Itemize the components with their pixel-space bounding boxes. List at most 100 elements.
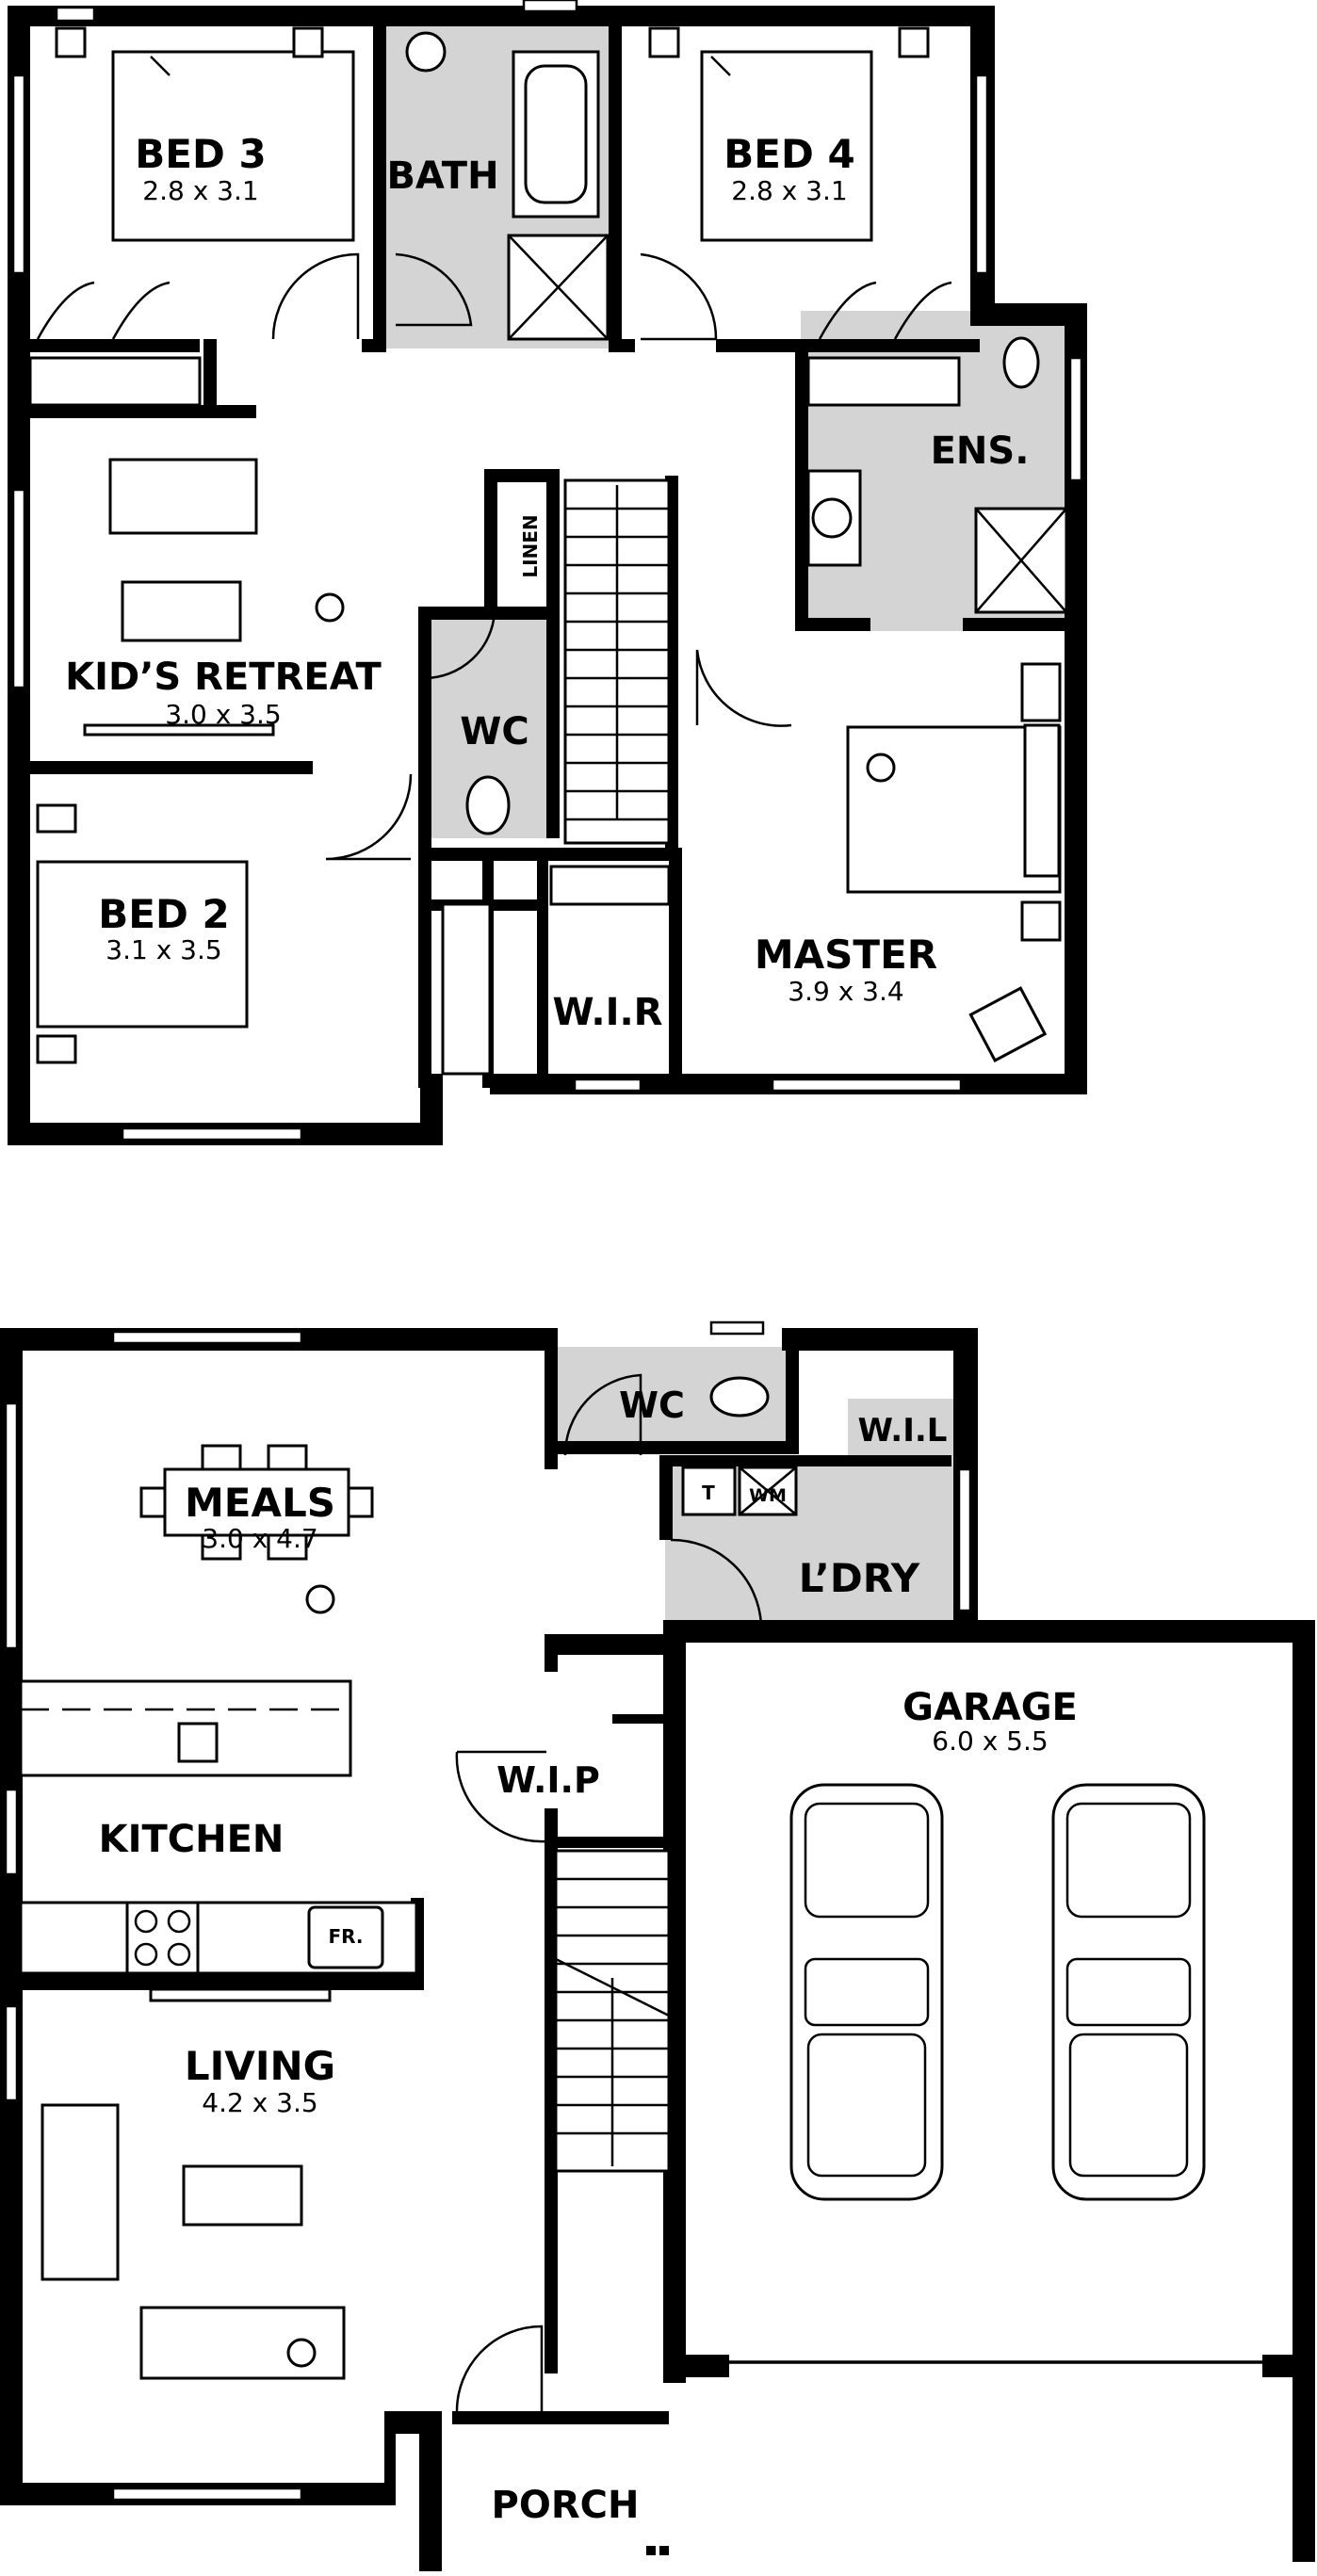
meals-dims: 3.0 x 4.7 (202, 1523, 317, 1554)
kitchen-label: KITCHEN (99, 1818, 285, 1861)
ground-stairs (554, 1849, 671, 2173)
bath-label: BATH (386, 154, 498, 198)
ground-wc-label: WC (619, 1385, 685, 1426)
person-figure (315, 592, 345, 623)
laundry-label: L’DRY (799, 1555, 920, 1601)
bed-4-label: BED 4 (724, 131, 854, 177)
person-figure (866, 753, 896, 783)
wall (546, 1837, 678, 1848)
person-figure (286, 2338, 317, 2368)
wall (452, 2411, 669, 2424)
living-coffee-table (182, 2164, 303, 2227)
wall (963, 618, 1074, 631)
upper-stairs (563, 478, 671, 845)
ground-floor: FR. T WM (0, 1320, 1315, 2571)
wil-label: W.I.L (858, 1412, 948, 1450)
wall (419, 2411, 442, 2571)
tub-label: T (702, 1482, 715, 1504)
door-swing (670, 1538, 763, 1627)
ensuite-toilet (1002, 336, 1040, 389)
wall (545, 1441, 799, 1454)
wall (782, 1328, 978, 1351)
window (11, 488, 26, 689)
wall (484, 469, 560, 482)
wall (612, 1714, 678, 1724)
kitchen-sink (177, 1722, 219, 1763)
bathtub-basin (524, 64, 588, 204)
window (111, 1330, 303, 1345)
door-swing (395, 252, 473, 327)
washer-label: WM (749, 1485, 787, 1506)
wall (418, 848, 682, 861)
person-figure (305, 1584, 335, 1614)
kids-retreat-sofa (108, 458, 258, 535)
door-swing (455, 2325, 544, 2412)
window (1068, 356, 1083, 482)
wall (484, 469, 497, 612)
door-swing (455, 1751, 547, 1843)
door-swing (695, 649, 792, 727)
door-swing (563, 1373, 642, 1456)
bed-3-wardrobe (28, 281, 202, 407)
wall (384, 2411, 396, 2505)
window (522, 0, 578, 13)
window (771, 1077, 963, 1093)
wall (203, 339, 217, 418)
linen-label: LINEN (519, 514, 542, 577)
cooktop (125, 1901, 200, 1975)
upper-wc-label: WC (460, 710, 528, 753)
master-dims: 3.9 x 3.4 (788, 976, 903, 1007)
kids-retreat-tv-unit (83, 723, 275, 737)
window (121, 1126, 303, 1142)
wall (30, 339, 200, 352)
upper-wc-toilet (465, 775, 511, 835)
porch-marker (659, 2546, 669, 2555)
meals-label: MEALS (185, 1480, 335, 1526)
window (573, 1077, 642, 1093)
porch-label: PORCH (492, 2484, 640, 2527)
fridge-label: FR. (328, 1925, 363, 1948)
wall (659, 1455, 673, 1540)
wall (537, 857, 548, 1088)
window (55, 6, 96, 23)
window (4, 1401, 19, 1650)
wil-floor (848, 1399, 953, 1455)
garage-car (1051, 1783, 1206, 2201)
garage-car (789, 1783, 944, 2201)
linen-shelves (441, 902, 492, 1076)
window (4, 1788, 19, 1876)
wall (599, 6, 995, 26)
kids-retreat-label: KID’S RETREAT (65, 656, 382, 699)
living-label: LIVING (185, 2043, 335, 2089)
wall (716, 339, 980, 352)
bed-2-dims: 3.1 x 3.5 (106, 934, 221, 965)
bed-3-label: BED 3 (135, 131, 266, 177)
ensuite-basin (811, 497, 853, 539)
laundry-tub (681, 1466, 737, 1516)
wall (373, 6, 386, 352)
ground-wc-toilet (709, 1376, 770, 1418)
door-swing (640, 252, 718, 341)
wall (669, 848, 682, 1088)
window (4, 2004, 19, 2102)
porch-marker (646, 2546, 656, 2555)
living-sofa-left (41, 2103, 120, 2281)
window (709, 1320, 765, 1336)
wall (362, 339, 386, 352)
bed-3-dims: 2.8 x 3.1 (142, 175, 258, 206)
wall (546, 469, 560, 838)
meals-table (139, 1444, 374, 1561)
master-label: MASTER (755, 932, 937, 978)
wall (418, 607, 558, 620)
upper-floor: BED 3 2.8 x 3.1 BATH BED 4 2.8 x 3.1 ENS… (8, 0, 1087, 1145)
wall (795, 339, 808, 631)
bed-4-wardrobe (806, 281, 961, 407)
kids-retreat-dims: 3.0 x 3.5 (165, 699, 281, 730)
window (111, 2487, 303, 2502)
bath-floor (382, 19, 503, 348)
bed-4-bed (648, 26, 930, 242)
window (11, 73, 26, 275)
living-dims: 4.2 x 3.5 (202, 2087, 317, 2118)
wall (659, 1455, 951, 1466)
